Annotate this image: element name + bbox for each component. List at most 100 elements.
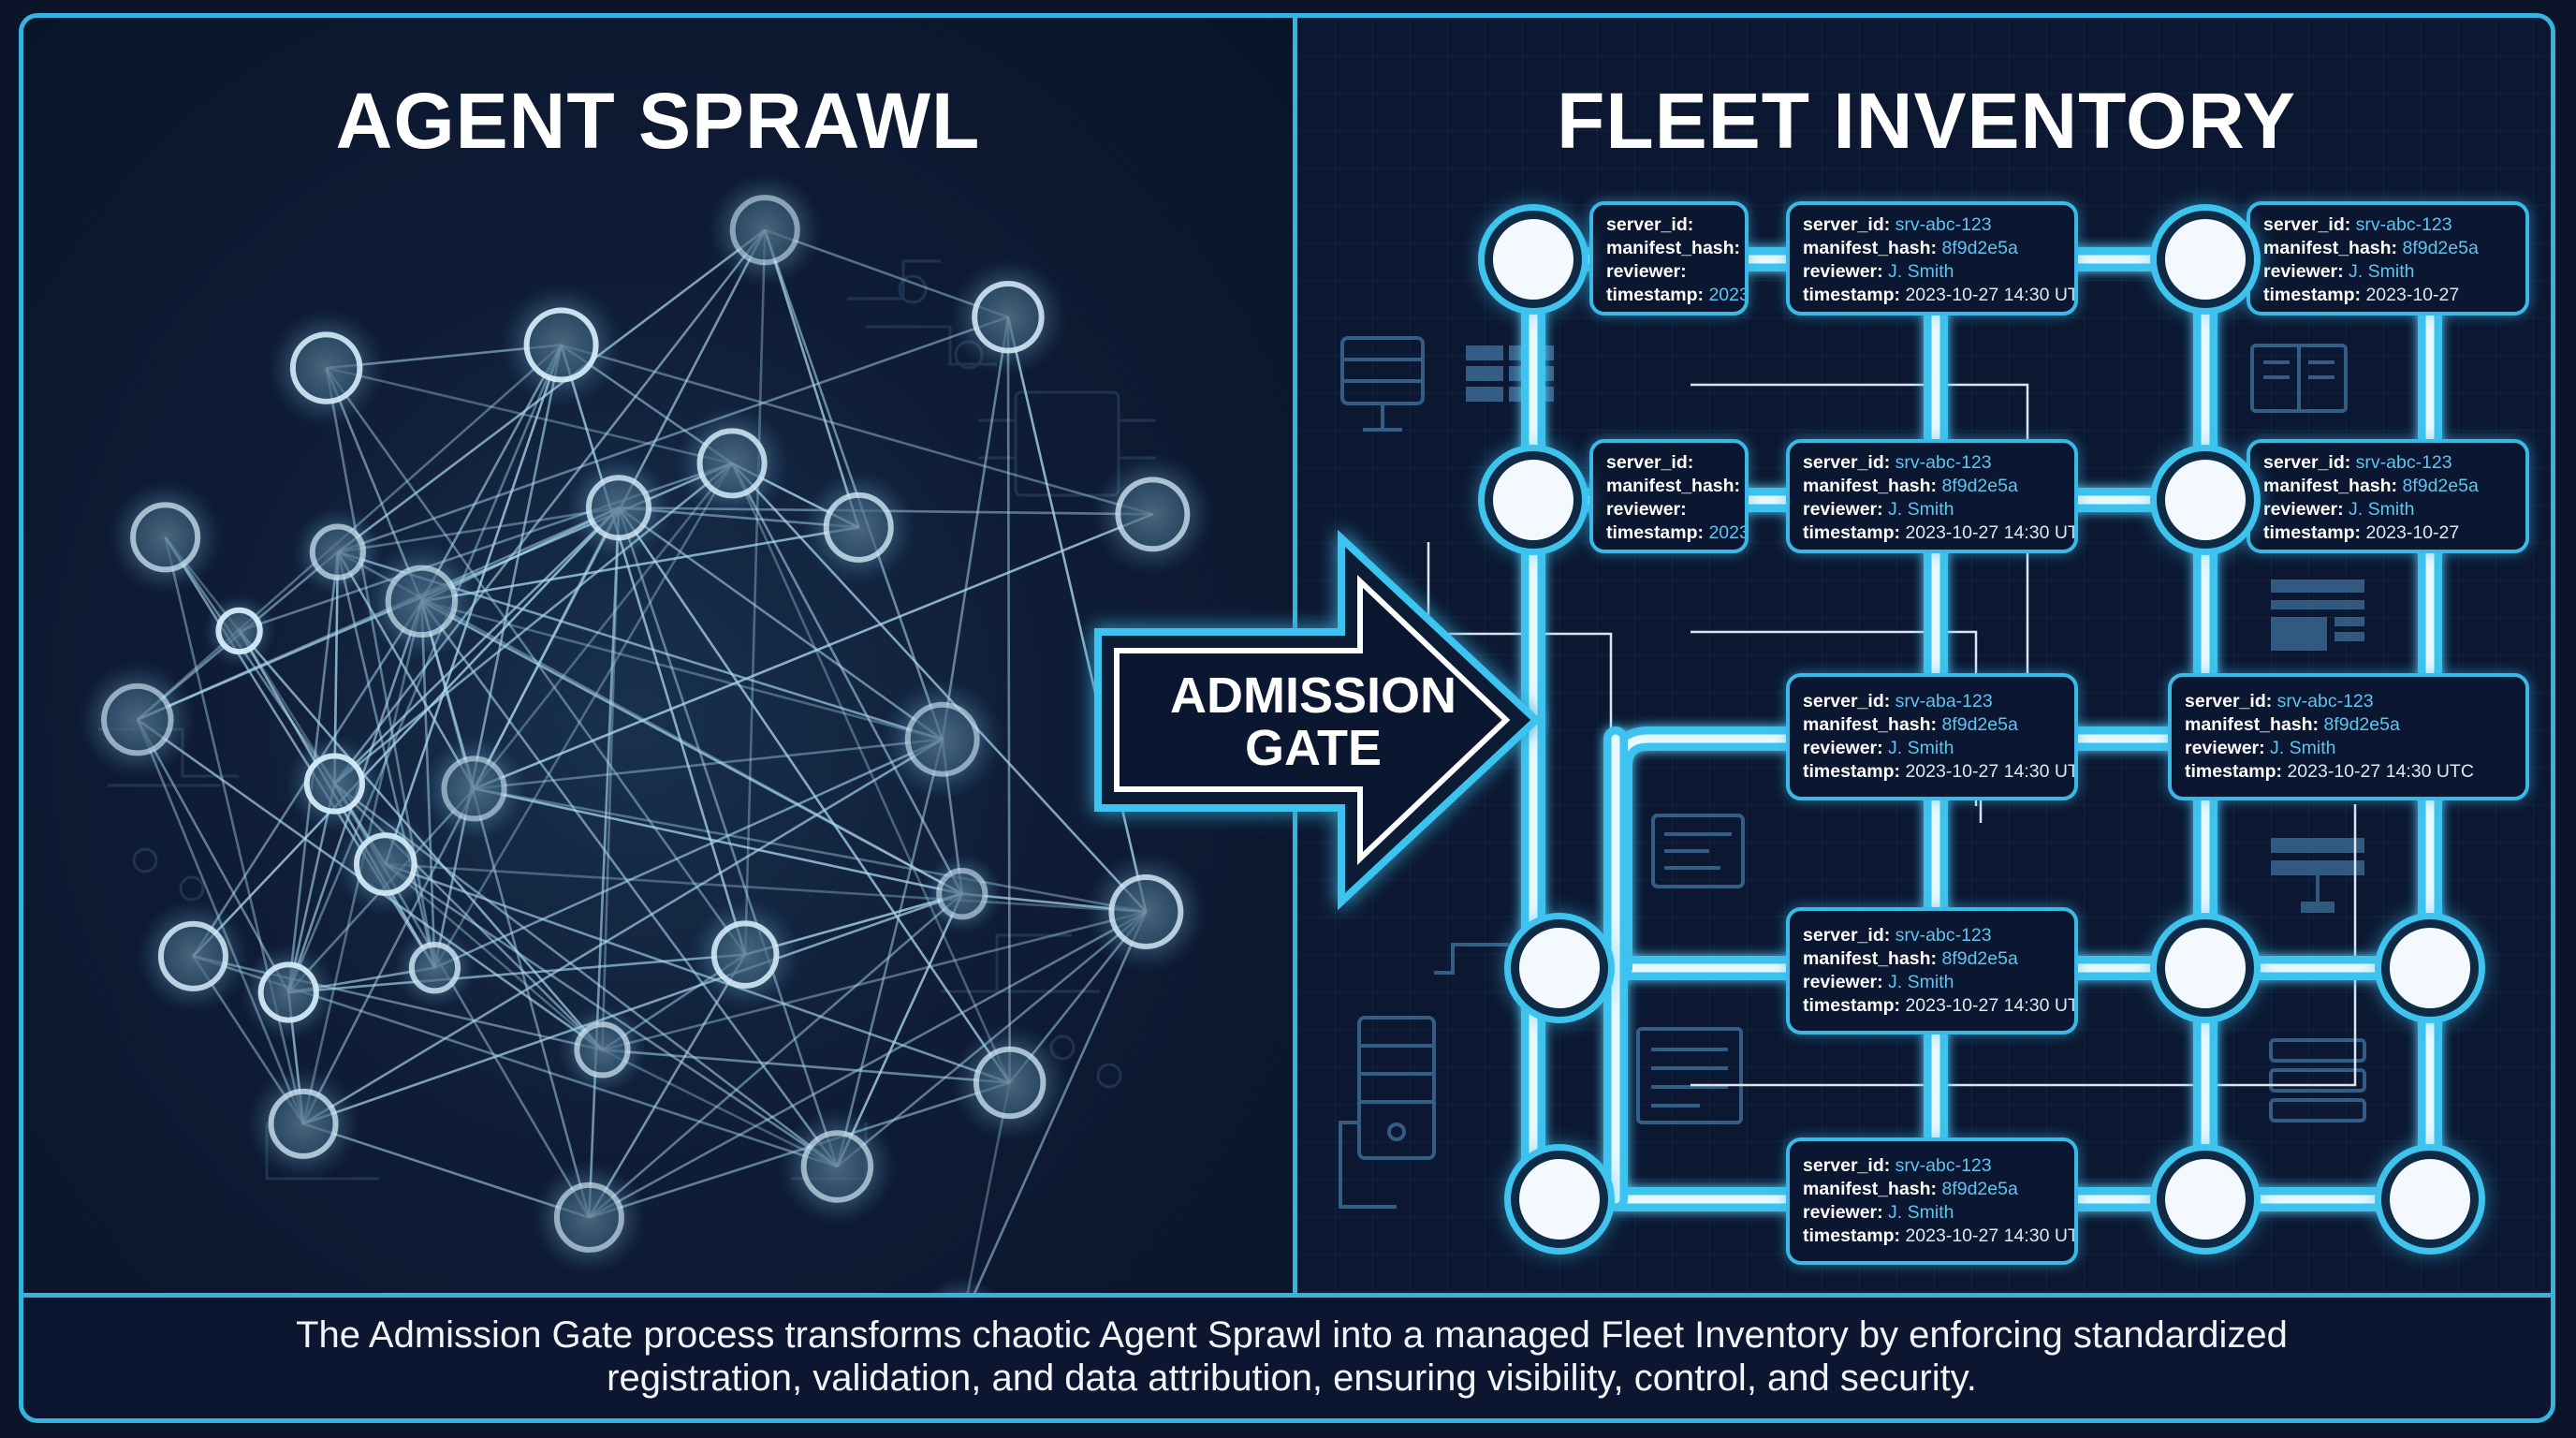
card-field-timestamp: timestamp: 2023-10-27 14:30 UTC [1803,760,2074,784]
sprawl-edge [474,738,943,790]
sprawl-node [950,1023,1069,1142]
card-field-label: reviewer: [2263,261,2344,282]
sprawl-node [778,1107,897,1226]
card-field-label: server_id: [1803,214,1891,235]
card-field-reviewer: reviewer: J. Smith [1803,737,2074,760]
sprawl-nodes [78,172,1214,1293]
sprawl-edge [743,229,767,955]
sprawl-node [532,1160,647,1275]
panel-divider-horizontal [23,1293,2551,1298]
admission-gate-label-line1: ADMISSION [1169,668,1457,724]
card-field-value: 2023-10-27 [2361,285,2460,305]
sprawl-node [708,172,823,287]
card-field-value: J. Smith [1882,261,1954,282]
server-rack-icon [1340,336,1425,432]
card-field-reviewer: reviewer: J. Smith [2263,498,2525,521]
card-field-value: J. Smith [1882,1202,1954,1223]
card-field-label: server_id: [1606,452,1694,473]
card-field-label: timestamp: [1803,995,1901,1016]
document-icon [1636,1027,1743,1124]
card-field-value: 2023-10-27 14:30 UTC [1900,522,2078,543]
card-field-label: timestamp: [1803,285,1901,305]
sprawl-edge [420,600,963,895]
sprawl-edge [421,526,859,603]
card-field-value: 2023-10-27 14:30 UTC [1900,995,2078,1016]
card-field-timestamp: timestamp: 2023-10-27 14:30 UTC [1803,284,2074,307]
card-field-label: manifest_hash: [1606,238,1741,258]
sprawl-edge [288,953,746,994]
document-icon [2271,838,2364,913]
card-field-manifest-hash: manifest_hash: 8 [1606,475,1745,498]
card-field-timestamp: timestamp: 2023-10-27 14:30 UTC [1803,994,2074,1018]
admission-gate-label-line2: GATE [1245,720,1382,776]
card-field-label: manifest_hash: [1606,476,1741,496]
card-field-manifest-hash: manifest_hash: 8f9d2e5a [2185,713,2525,737]
sprawl-edge [433,738,944,969]
card-field-value: 2023-10-27 14:30 UTC [1900,761,2078,782]
sprawl-edge [192,506,620,958]
card-field-value: 2023-10-27 14:30 UTC [1900,1225,2078,1246]
card-field-reviewer: reviewer: J. Smith [1803,971,2074,994]
card-field-label: manifest_hash: [2185,714,2320,735]
card-field-label: server_id: [2263,452,2351,473]
card-field-server-id: server_id: srv-aba-123 [1803,690,2074,713]
sprawl-node [881,678,1003,800]
fleet-node [1485,211,1582,308]
sprawl-edge [326,366,733,465]
card-field-value: srv-abc-123 [1890,1155,1992,1176]
sprawl-edge [588,507,621,1218]
sprawl-edge [617,506,1011,1084]
card-field-value: J. Smith [2343,499,2415,520]
card-field-value: 8f9d2e5a [2319,714,2400,735]
sprawl-edge [730,462,1011,1084]
card-field-value: 8f9d2e5a [1937,476,2018,496]
card-field-label: timestamp: [2263,285,2362,305]
card-field-label: timestamp: [1606,285,1705,305]
card-field-value: 2023-10-27 14:30 UTC [1900,285,2078,305]
sprawl-network [78,172,1214,1293]
sprawl-node [948,257,1068,376]
sprawl-edge [730,462,963,895]
card-field-server-id: server_id: srv-abc-123 [1803,924,2074,947]
fleet-inventory-panel: server_id:manifest_hash: 8reviewer:times… [1297,18,2551,1293]
sprawl-node [78,660,197,779]
card-field-reviewer: reviewer: J. Smith [1803,1201,2074,1225]
card-field-label: server_id: [1803,1155,1891,1176]
card-field-label: manifest_hash: [1803,948,1938,969]
card-field-label: server_id: [2185,691,2273,712]
card-field-server-id: server_id: srv-abc-123 [1803,1154,2074,1178]
sprawl-node [690,899,800,1010]
sprawl-edge [385,862,1147,914]
sprawl-node [565,454,672,561]
caption-area [23,1298,2551,1418]
document-icon [2250,344,2348,413]
card-field-label: server_id: [1803,925,1891,946]
card-field-timestamp: timestamp: 2023-10-27 14:30 UTC [1803,1225,2074,1248]
sprawl-node [557,1005,648,1095]
card-field-label: timestamp: [1803,761,1901,782]
card-field-server-id: server_id: srv-abc-123 [1803,213,2074,237]
sprawl-edge [561,344,1153,516]
card-field-manifest-hash: manifest_hash: 8f9d2e5a [1803,1178,2074,1201]
card-field-value: srv-aba-123 [1890,691,1993,712]
card-field-value: J. Smith [1882,972,1954,992]
card-field-server-id: server_id: srv-abc-123 [2263,451,2525,475]
card-field-value: J. Smith [2343,261,2415,282]
card-field-label: reviewer: [2263,499,2344,520]
card-field-label: server_id: [1803,452,1891,473]
card-field-value: 2023-10-27 14:30 UTC [2282,761,2474,782]
sprawl-edge [420,600,839,1167]
caption-line-1: The Admission Gate process transforms ch… [296,1314,2288,1356]
card-field-label: reviewer: [1803,261,1883,282]
card-field-value: 2023-10-27 [2361,522,2460,543]
card-field-value: srv-abc-123 [1890,925,1992,946]
sprawl-node [421,735,528,842]
fleet-node [2157,211,2254,308]
card-field-label: timestamp: [1606,522,1705,543]
card-field-manifest-hash: manifest_hash: 8f9d2e5a [1803,947,2074,971]
card-field-value: 2023 [1704,522,1749,543]
